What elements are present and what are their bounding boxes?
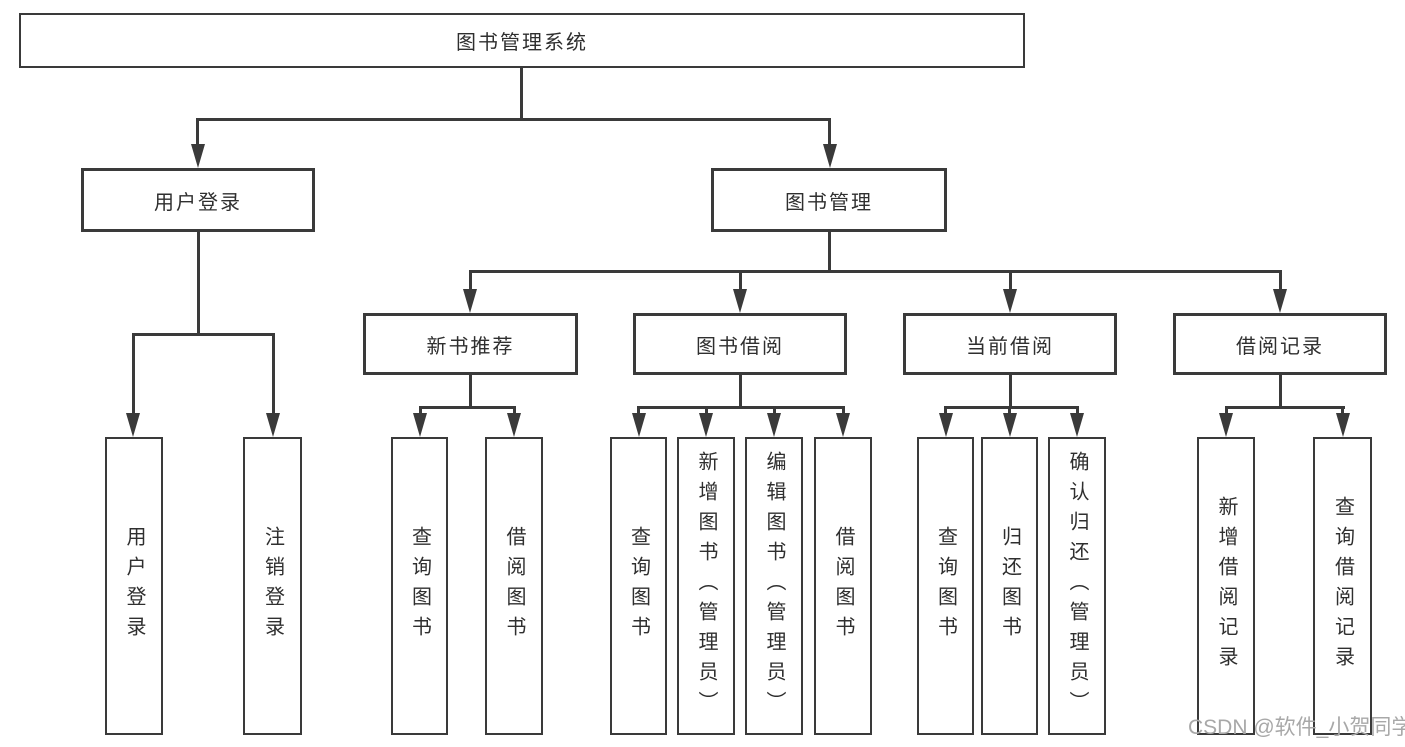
- node-book-borrow: 图书借阅: [633, 313, 847, 375]
- connector: [1008, 375, 1012, 408]
- connector: [196, 232, 200, 336]
- arrowhead: [507, 413, 521, 437]
- leaf-borrow-query: 查询图书: [610, 437, 667, 735]
- connector: [828, 232, 831, 273]
- arrowhead: [699, 413, 713, 437]
- node-user-login: 用户登录: [81, 168, 315, 232]
- leaf-user-login: 用户登录: [105, 437, 163, 735]
- node-new-books: 新书推荐: [363, 313, 578, 375]
- connector: [828, 117, 831, 151]
- connector: [738, 270, 742, 297]
- arrowhead: [126, 413, 140, 437]
- connector: [468, 270, 472, 297]
- arrowhead: [190, 144, 205, 168]
- leaf-records-add: 新增借阅记录: [1197, 437, 1255, 735]
- arrowhead: [1219, 413, 1233, 437]
- leaf-borrow-borrow: 借阅图书: [814, 437, 872, 735]
- csdn-watermark: CSDN @软件_小贺同学: [1188, 716, 1405, 739]
- leaf-current-return-label: 归还图书: [998, 526, 1021, 646]
- leaf-logout-label: 注销登录: [261, 526, 284, 646]
- connector: [196, 117, 199, 151]
- leaf-records-query-label: 查询借阅记录: [1331, 496, 1354, 676]
- arrowhead: [767, 413, 781, 437]
- connector: [1278, 270, 1282, 297]
- arrowhead: [463, 289, 477, 313]
- node-book-mgmt: 图书管理: [711, 168, 947, 232]
- leaf-newbooks-query: 查询图书: [391, 437, 448, 735]
- connector: [418, 406, 516, 409]
- connector: [1224, 406, 1345, 409]
- node-new-books-label: 新书推荐: [426, 335, 515, 358]
- node-current-borrow: 当前借阅: [903, 313, 1117, 375]
- leaf-newbooks-borrow-label: 借阅图书: [503, 526, 525, 646]
- arrowhead: [938, 413, 953, 437]
- connector: [468, 270, 1282, 273]
- leaf-borrow-query-label: 查询图书: [627, 526, 650, 646]
- node-book-borrow-label: 图书借阅: [696, 335, 784, 358]
- leaf-current-query: 查询图书: [917, 437, 974, 735]
- arrowhead: [1070, 413, 1084, 437]
- leaf-borrow-add: 新增图书（管理员）: [677, 437, 735, 735]
- leaf-logout: 注销登录: [243, 437, 302, 735]
- leaf-borrow-edit-label: 编辑图书（管理员）: [763, 451, 785, 721]
- connector: [738, 375, 742, 408]
- connector: [1278, 375, 1282, 408]
- arrowhead: [733, 289, 747, 313]
- leaf-borrow-edit: 编辑图书（管理员）: [745, 437, 803, 735]
- connector: [1008, 270, 1012, 297]
- connector: [468, 375, 472, 408]
- leaf-current-confirm: 确认归还（管理员）: [1048, 437, 1106, 735]
- arrowhead: [266, 413, 280, 437]
- arrowhead: [413, 413, 427, 437]
- leaf-current-query-label: 查询图书: [934, 526, 957, 646]
- connector: [131, 333, 135, 421]
- node-book-mgmt-label: 图书管理: [785, 191, 873, 214]
- leaf-records-add-label: 新增借阅记录: [1215, 496, 1237, 676]
- leaf-user-login-label: 用户登录: [123, 526, 145, 646]
- node-borrow-records-label: 借阅记录: [1236, 335, 1324, 358]
- node-user-login-label: 用户登录: [154, 191, 242, 214]
- leaf-current-confirm-label: 确认归还（管理员）: [1066, 451, 1088, 721]
- connector: [196, 117, 831, 121]
- node-current-borrow-label: 当前借阅: [966, 335, 1054, 358]
- leaf-newbooks-query-label: 查询图书: [408, 526, 431, 646]
- leaf-borrow-borrow-label: 借阅图书: [832, 526, 854, 646]
- connector: [131, 333, 275, 336]
- leaf-records-query: 查询借阅记录: [1313, 437, 1372, 735]
- arrowhead: [822, 144, 837, 168]
- arrowhead: [1335, 413, 1350, 437]
- leaf-borrow-add-label: 新增图书（管理员）: [695, 451, 717, 721]
- connector: [944, 406, 1079, 409]
- node-root: 图书管理系统: [19, 13, 1025, 68]
- connector: [271, 333, 275, 421]
- connector: [637, 406, 845, 409]
- arrowhead: [1003, 289, 1017, 313]
- leaf-newbooks-borrow: 借阅图书: [485, 437, 543, 735]
- node-root-label: 图书管理系统: [456, 32, 588, 54]
- node-borrow-records: 借阅记录: [1173, 313, 1387, 375]
- arrowhead: [836, 413, 850, 437]
- arrowhead: [1273, 289, 1287, 313]
- leaf-current-return: 归还图书: [981, 437, 1038, 735]
- connector: [519, 66, 523, 120]
- arrowhead: [1002, 413, 1017, 437]
- arrowhead: [631, 413, 646, 437]
